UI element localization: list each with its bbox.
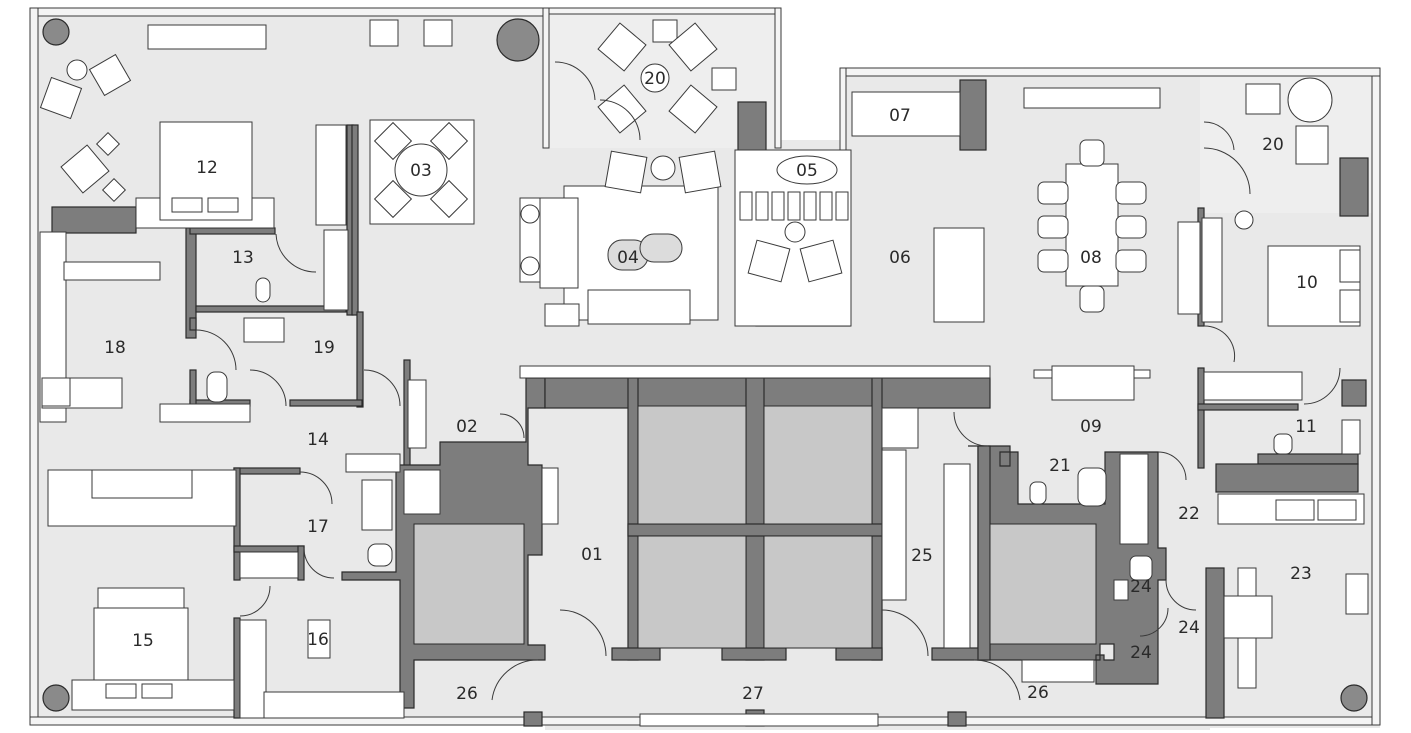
room-labels: 01 02 03 04 05 06 07 08 09 10 11 12 13 1… — [104, 69, 1318, 704]
room-label-13: 13 — [232, 248, 254, 268]
room-label-25: 25 — [911, 546, 933, 566]
room-label-03: 03 — [410, 161, 432, 181]
room-label-27: 27 — [742, 684, 764, 704]
room-label-02: 02 — [456, 417, 478, 437]
room-label-06: 06 — [889, 248, 911, 268]
room-label-18: 18 — [104, 338, 126, 358]
room-label-05: 05 — [796, 161, 818, 181]
room-label-14: 14 — [307, 430, 329, 450]
room-label-11: 11 — [1295, 417, 1317, 437]
room-label-24-a: 24 — [1130, 577, 1152, 597]
core-shafts — [413, 405, 1097, 649]
room-label-19: 19 — [313, 338, 335, 358]
room-label-10: 10 — [1296, 273, 1318, 293]
structural-columns — [42, 18, 1368, 712]
room-label-07: 07 — [889, 106, 911, 126]
room-label-22: 22 — [1178, 504, 1200, 524]
room-label-04: 04 — [617, 248, 639, 268]
room-label-09: 09 — [1080, 417, 1102, 437]
room-label-15: 15 — [132, 631, 154, 651]
room-label-24-c: 24 — [1130, 643, 1152, 663]
room-label-21: 21 — [1049, 456, 1071, 476]
room-label-26-right: 26 — [1027, 683, 1049, 703]
room-label-26-left: 26 — [456, 684, 478, 704]
room-label-12: 12 — [196, 158, 218, 178]
room-label-24-b: 24 — [1178, 618, 1200, 638]
room-label-17: 17 — [307, 517, 329, 537]
room-label-01: 01 — [581, 545, 603, 565]
furniture — [39, 19, 1369, 727]
room-label-08: 08 — [1080, 248, 1102, 268]
door-swings — [195, 61, 1341, 701]
room-label-20-top: 20 — [644, 69, 666, 89]
room-label-23: 23 — [1290, 564, 1312, 584]
room-label-16: 16 — [307, 630, 329, 650]
room-label-20-right: 20 — [1262, 135, 1284, 155]
